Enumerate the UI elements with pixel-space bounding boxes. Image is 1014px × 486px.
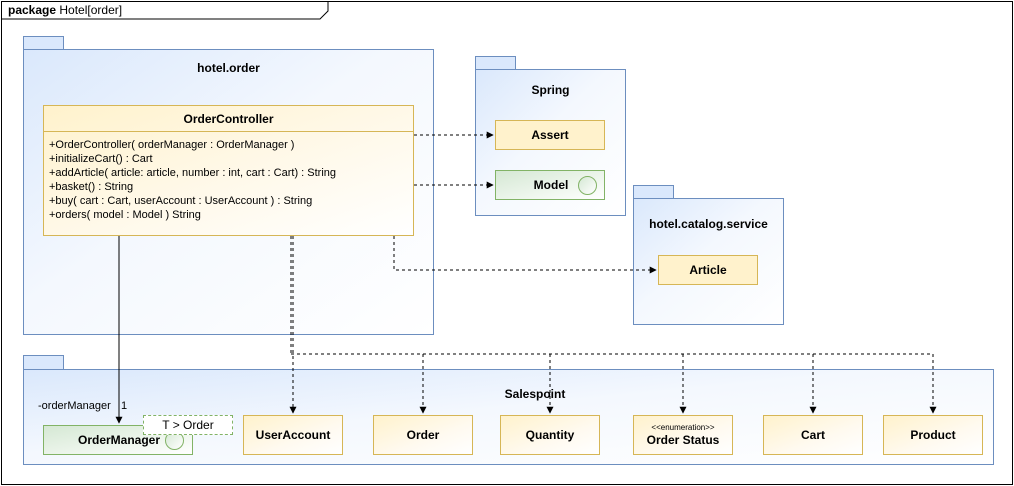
operation-add-article: +addArticle( article: article, number : … xyxy=(49,167,337,179)
interface-lollipop-icon xyxy=(578,176,597,195)
user-account-class[interactable]: UserAccount xyxy=(243,415,343,455)
product-class[interactable]: Product xyxy=(883,415,983,455)
cart-class[interactable]: Cart xyxy=(763,415,863,455)
dependency-article xyxy=(393,236,657,274)
quantity-class[interactable]: Quantity xyxy=(500,415,600,455)
template-parameter-box: T > Order xyxy=(143,415,233,435)
association-multiplicity-label: 1 xyxy=(121,400,128,412)
spring-package-title: Spring xyxy=(531,83,570,97)
enumeration-stereotype: <<enumeration>> xyxy=(651,423,715,432)
frame-label: package Hotel[order] xyxy=(8,2,122,18)
frame-name: Hotel[order] xyxy=(59,3,123,17)
operation-buy: +buy( cart : Cart, userAccount : UserAcc… xyxy=(49,195,313,207)
operation-basket: +basket() : String xyxy=(49,181,134,193)
order-controller-name: OrderController xyxy=(44,106,413,132)
hotel-order-package-title: hotel.order xyxy=(197,61,260,75)
frame-keyword: package xyxy=(8,3,57,17)
order-class[interactable]: Order xyxy=(373,415,473,455)
order-manager-label: OrderManager xyxy=(77,433,161,447)
operation-constructor: +OrderController( orderManager : OrderMa… xyxy=(49,139,295,151)
association-role-label: -orderManager xyxy=(38,400,111,412)
operation-initialize-cart: +initializeCart() : Cart xyxy=(49,153,153,165)
frame-tab xyxy=(1,1,329,20)
model-interface-label: Model xyxy=(533,178,569,192)
model-interface[interactable]: Model xyxy=(495,170,605,200)
order-status-label: Order Status xyxy=(646,433,720,447)
order-controller-class[interactable]: OrderController +OrderController( orderM… xyxy=(43,105,414,236)
order-status-enumeration[interactable]: <<enumeration>> Order Status xyxy=(633,415,733,455)
catalog-package-title: hotel.catalog.service xyxy=(649,217,768,231)
article-class[interactable]: Article xyxy=(658,255,758,285)
assert-class[interactable]: Assert xyxy=(495,120,605,150)
operation-orders: +orders( model : Model ) String xyxy=(49,209,201,221)
